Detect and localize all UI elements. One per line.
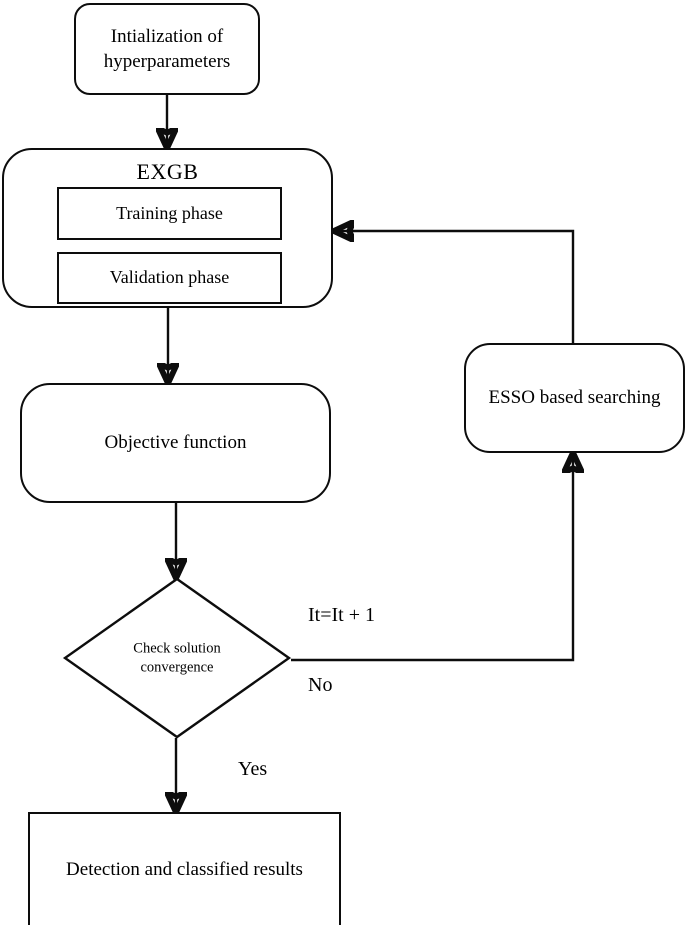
node-esso-based-searching-label: ESSO based searching	[488, 387, 661, 409]
node-initialization[interactable]: Intialization of hyperparameters	[74, 3, 260, 95]
node-validation-phase[interactable]: Validation phase	[57, 252, 282, 304]
edge-decision-no-to-esso	[291, 455, 573, 662]
node-exgb[interactable]: EXGB Training phase Validation phase	[2, 148, 333, 308]
edge-label-iteration: It=It + 1	[308, 604, 375, 626]
edge-label-no: No	[308, 674, 333, 696]
node-exgb-title: EXGB	[136, 159, 199, 184]
node-objective-function[interactable]: Objective function	[20, 383, 331, 503]
edge-esso-to-exgb	[336, 231, 575, 343]
diamond-shape	[62, 577, 292, 739]
node-initialization-label: Intialization of hyperparameters	[103, 25, 231, 72]
node-objective-function-label: Objective function	[104, 432, 247, 454]
node-check-solution-convergence-label: Check solution convergence	[133, 640, 221, 675]
node-detection-results[interactable]: Detection and classified results	[28, 812, 341, 925]
edge-label-yes: Yes	[238, 758, 268, 780]
node-esso-based-searching[interactable]: ESSO based searching	[464, 343, 685, 453]
node-validation-phase-label: Validation phase	[109, 267, 230, 288]
node-training-phase-label: Training phase	[116, 202, 223, 223]
node-detection-results-label: Detection and classified results	[66, 859, 303, 881]
node-check-solution-convergence[interactable]: Check solution convergence	[62, 577, 292, 739]
node-training-phase[interactable]: Training phase	[57, 187, 282, 240]
